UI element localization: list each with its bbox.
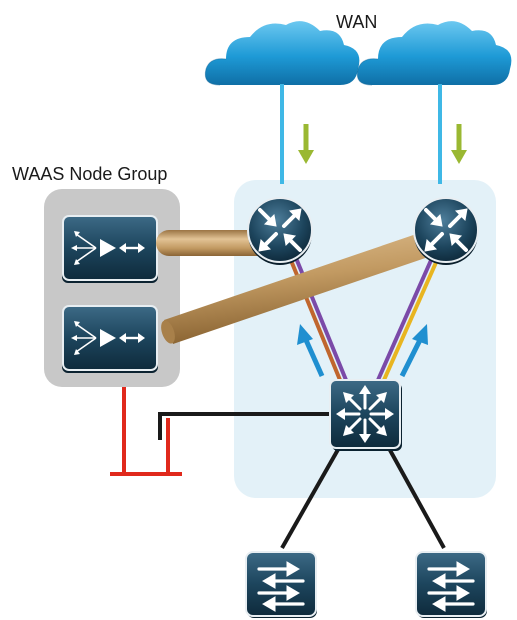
- wan-cloud-right-icon: [356, 20, 512, 86]
- distribution-switch-icon: [328, 378, 404, 453]
- access-switch-left-icon: [244, 550, 319, 620]
- wan-router-right-icon: [412, 196, 480, 267]
- waas-segment-link: [110, 387, 182, 476]
- lan-links: [158, 412, 446, 549]
- inbound-traffic-arrow-left: [298, 124, 314, 164]
- wan-router-left-icon: [246, 196, 314, 267]
- waas-appliance-bottom-icon: [60, 304, 160, 375]
- inbound-traffic-arrow-right: [451, 124, 467, 164]
- waas-appliance-top-icon: [60, 214, 160, 285]
- waas-redirect-tunnel-top: [156, 230, 272, 256]
- wan-label: WAN: [336, 12, 378, 32]
- outbound-traffic-arrow-right: [399, 324, 428, 378]
- access-switch-right-icon: [414, 550, 489, 620]
- outbound-traffic-arrow-left: [297, 324, 325, 378]
- waas-node-group-label: WAAS Node Group: [12, 164, 168, 184]
